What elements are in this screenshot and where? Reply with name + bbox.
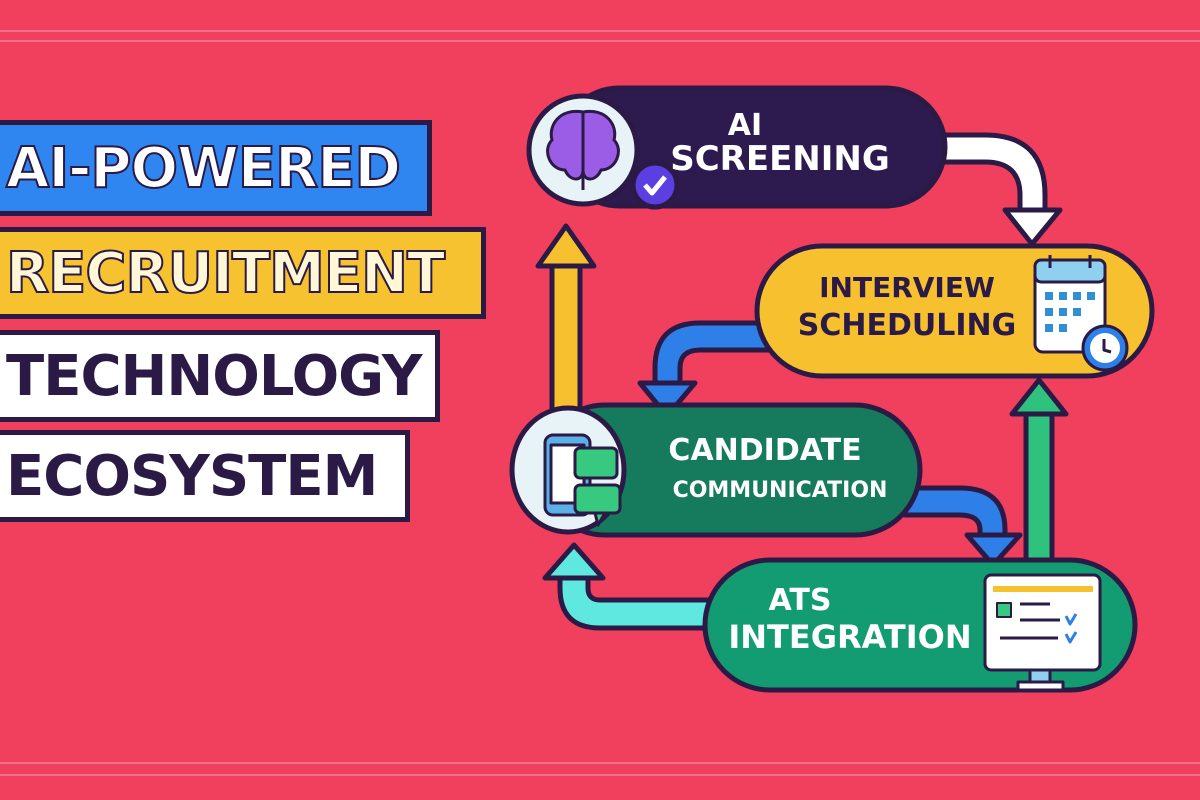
- node-interview-scheduling: [754, 243, 1155, 379]
- node-ai-screening-line1: AI: [728, 108, 762, 143]
- node-interview-line2: SCHEDULING: [798, 308, 1017, 343]
- node-ai-screening: [526, 85, 948, 210]
- title-line-3: TECHNOLOGY: [0, 330, 440, 422]
- clock-icon: [1081, 324, 1129, 372]
- calendar-grid: [1045, 292, 1095, 332]
- node-ats-integration: [702, 557, 1138, 693]
- title-line-1: AI-POWERED: [0, 120, 432, 216]
- decor-line: [0, 762, 1200, 764]
- arrow-yellow-up: [535, 223, 597, 415]
- node-candidate-line1: CANDIDATE: [668, 433, 861, 468]
- arrow-blue-right: [902, 485, 1023, 568]
- brain-icon: [546, 109, 620, 190]
- node-interview-line1: INTERVIEW: [819, 271, 995, 304]
- decor-line: [0, 30, 1200, 32]
- phone-chat-icon: [543, 433, 622, 527]
- check-badge-icon: [630, 160, 680, 210]
- arrow-white-curve: [927, 132, 1063, 247]
- node-ai-screening-line2: SCREENING: [670, 139, 890, 179]
- arrow-cyan-curve: [542, 542, 723, 631]
- node-ats-line2: INTEGRATION: [728, 618, 971, 656]
- decor-line: [0, 40, 1200, 42]
- decor-line: [0, 774, 1200, 776]
- node-ats-line1: ATS: [769, 583, 832, 618]
- node-candidate-line2: COMMUNICATION: [673, 478, 888, 503]
- arrow-blue-left: [637, 320, 773, 419]
- title-line-2: RECRUITMENT: [0, 227, 486, 319]
- node-candidate-communication: [509, 402, 923, 538]
- title-line-4: ECOSYSTEM: [0, 430, 410, 522]
- monitor-icon: [983, 573, 1102, 692]
